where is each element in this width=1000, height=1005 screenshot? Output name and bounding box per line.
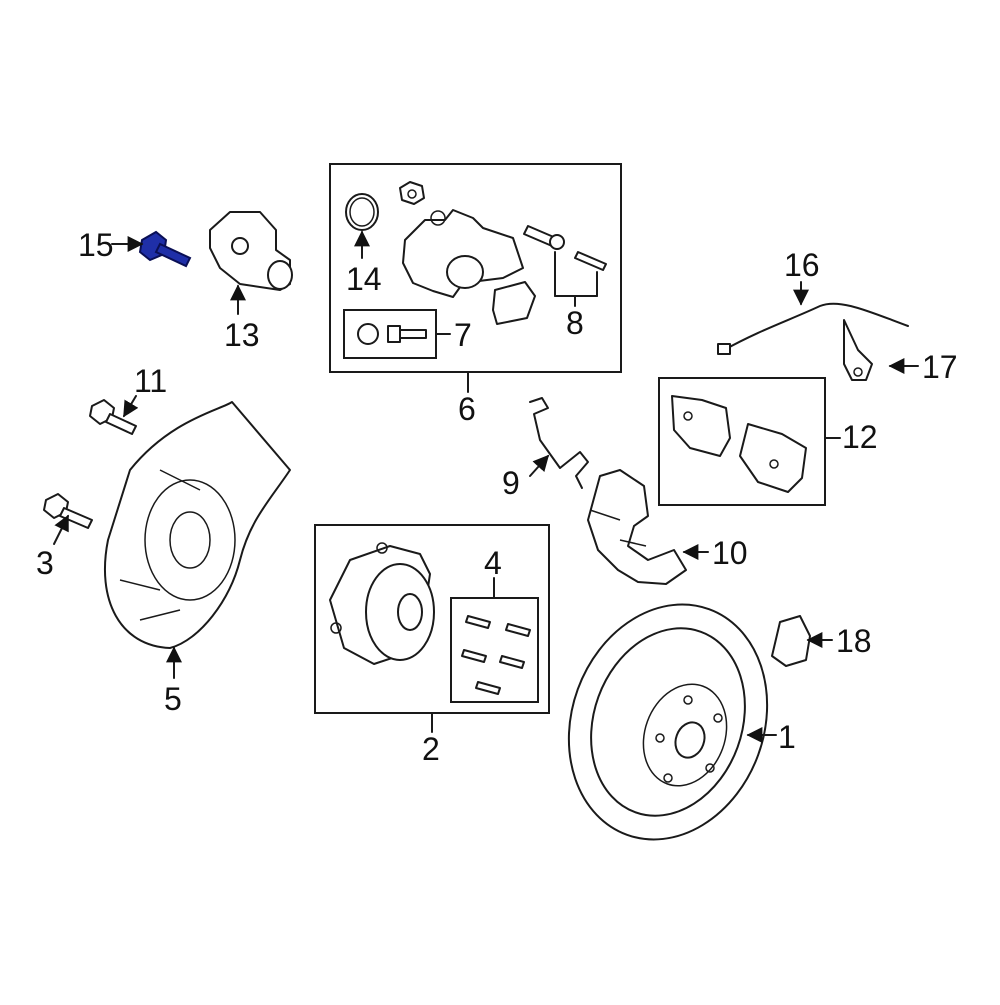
part-10-bracket xyxy=(587,469,687,585)
callout-17: 17 xyxy=(922,349,958,385)
part-18-clip xyxy=(771,615,811,667)
part-14-seal-ring xyxy=(345,193,379,231)
callout-1: 1 xyxy=(778,719,796,755)
callout-15: 15 xyxy=(78,227,114,263)
callout-9: 9 xyxy=(502,465,520,501)
part-2-hub xyxy=(329,542,435,665)
callout-3: 3 xyxy=(36,545,54,581)
callout-18: 18 xyxy=(836,623,872,659)
part-3-bolt xyxy=(43,493,93,529)
part-1-rotor xyxy=(567,603,769,841)
part-12-brake-pads xyxy=(671,395,807,493)
part-16-sensor-wire xyxy=(717,302,909,355)
part-4-studs xyxy=(461,615,531,695)
part-15-bolt xyxy=(138,230,192,268)
callout-16: 16 xyxy=(784,247,820,283)
part-9-clip xyxy=(529,397,589,489)
part-17-sensor xyxy=(843,319,873,381)
part-caliper-nut xyxy=(399,181,425,205)
callout-14: 14 xyxy=(346,261,382,297)
callout-4: 4 xyxy=(484,545,502,581)
callout-6: 6 xyxy=(458,391,476,427)
caliper-group-box xyxy=(329,163,622,373)
callout-2: 2 xyxy=(422,731,440,767)
brake-pads-box xyxy=(658,377,826,506)
part-5-dust-shield xyxy=(103,401,291,649)
part-11-bolt xyxy=(89,399,137,435)
part-caliper-body xyxy=(402,209,536,325)
part-13-motor xyxy=(209,211,293,291)
callout-11: 11 xyxy=(134,363,167,399)
callout-8: 8 xyxy=(566,305,584,341)
callout-5: 5 xyxy=(164,681,182,717)
part-8-guide-pins xyxy=(523,225,607,271)
part-7-bolt-kit xyxy=(357,323,427,345)
callout-10: 10 xyxy=(712,535,748,571)
callout-13: 13 xyxy=(224,317,260,353)
callout-12: 12 xyxy=(842,419,878,455)
callout-7: 7 xyxy=(454,317,472,353)
